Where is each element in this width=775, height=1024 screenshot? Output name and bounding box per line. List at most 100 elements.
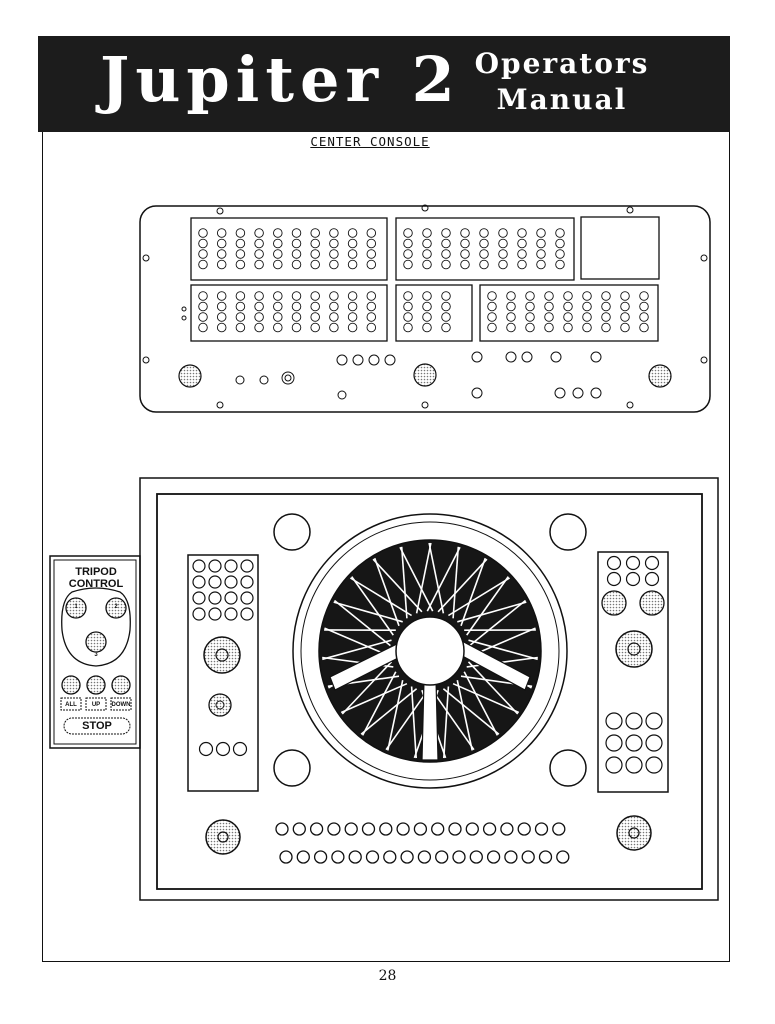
panel-button [536,238,546,249]
bottom-row-button [275,822,289,836]
right-column-button [644,555,660,571]
subtitle-line-1: Operators [474,47,650,80]
left-column-bottom-button [215,741,231,757]
panel-button [216,322,227,333]
bottom-row-button [379,822,393,836]
panel-button [441,312,451,322]
panel-button [498,259,508,270]
bottom-row-button [417,850,432,864]
panel-button [487,312,497,322]
panel-button [273,301,283,312]
viewer-ray-line [361,671,397,736]
panel-button [487,301,497,312]
viewer-ray-line [360,688,418,735]
viewer-ray-line [341,661,393,715]
left-column-button [208,591,222,605]
tripod-stop-label: STOP [82,720,112,732]
right-column-button [625,555,641,571]
panel-button [460,249,470,259]
system-select-knob [648,364,672,388]
corner-lamp-br [549,749,587,787]
panel-button [254,228,264,238]
panel-button [216,312,227,322]
panel-button [198,259,208,270]
bottom-row-button [504,850,518,864]
panel-button [422,249,432,259]
left-column-button [240,575,254,589]
panel-button [536,249,546,259]
viewer-ray-line [322,639,392,661]
panel-button [525,301,535,312]
panel-button [525,322,535,333]
panel-button [441,238,451,249]
right-column-lower-button [625,756,643,774]
right-dial-1 [601,590,627,616]
right-column-lower-button [645,712,663,730]
panel-button [216,301,227,312]
bottom-row-button [465,822,479,836]
panel-button [273,249,283,259]
panel-button [273,228,283,238]
bottom-row-button [448,822,462,836]
bottom-row-button [538,850,553,864]
panel-button [329,238,339,249]
panel-button [601,312,611,322]
panel-button [310,249,320,259]
viewer-ray-line [428,542,445,614]
viewer-ray-line [466,576,509,636]
viewer-outer-ring [292,513,568,789]
panel-button [347,301,358,312]
panel-button [555,238,565,249]
panel-button [235,291,246,301]
section-caption: CENTER CONSOLE [310,134,430,149]
left-column-button [192,575,206,589]
viewer-ray-line [467,661,519,715]
panel-button [235,249,246,259]
viewer-ray-line [456,680,473,751]
bottom-row-button [521,850,535,864]
left-column-button [224,591,238,605]
panel-button [310,291,320,301]
panel-button [310,301,320,312]
viewer-ray-line [399,546,434,612]
panel-button [544,312,554,322]
corner-lamp-tr [549,513,587,551]
right-column-lower-button [605,756,623,774]
right-column-button [606,555,622,571]
left-column-button [192,591,206,605]
toggle-switch-1 [235,375,245,385]
panel-button [498,249,508,259]
panel-button [347,228,358,238]
viewer-ray-line [469,599,527,647]
left-column-bottom-button [232,741,248,757]
panel-button [422,301,432,312]
panel-button [273,291,283,301]
panel-button [563,301,573,312]
panel-button [506,301,516,312]
right-control-column [597,551,669,793]
viewer-ray-line [443,686,450,759]
panel-button [235,322,246,333]
panel-button [329,312,339,322]
tripod-up-label: UP [91,702,101,708]
button-grid-box-d [395,284,473,342]
viewer-ray-line [340,682,408,714]
panel-button [441,291,451,301]
bottom-row-button [431,822,445,836]
panel-button [563,312,573,322]
tripod-title-line-1: TRIPOD [75,566,117,578]
panel-button [422,291,432,301]
upper-console-panel [139,204,711,413]
bottom-row-button [552,822,566,836]
clear-button-3 [590,387,602,399]
tripod-leg-2-button [105,597,127,619]
page-number: 28 [378,968,397,984]
tripod-leg-pad [61,587,131,667]
panel-button [198,238,208,249]
left-column-button [208,575,222,589]
right-column-lower-button [645,756,663,774]
panel-button [422,259,432,270]
panel-screws [142,204,708,409]
left-control-column [187,554,259,792]
